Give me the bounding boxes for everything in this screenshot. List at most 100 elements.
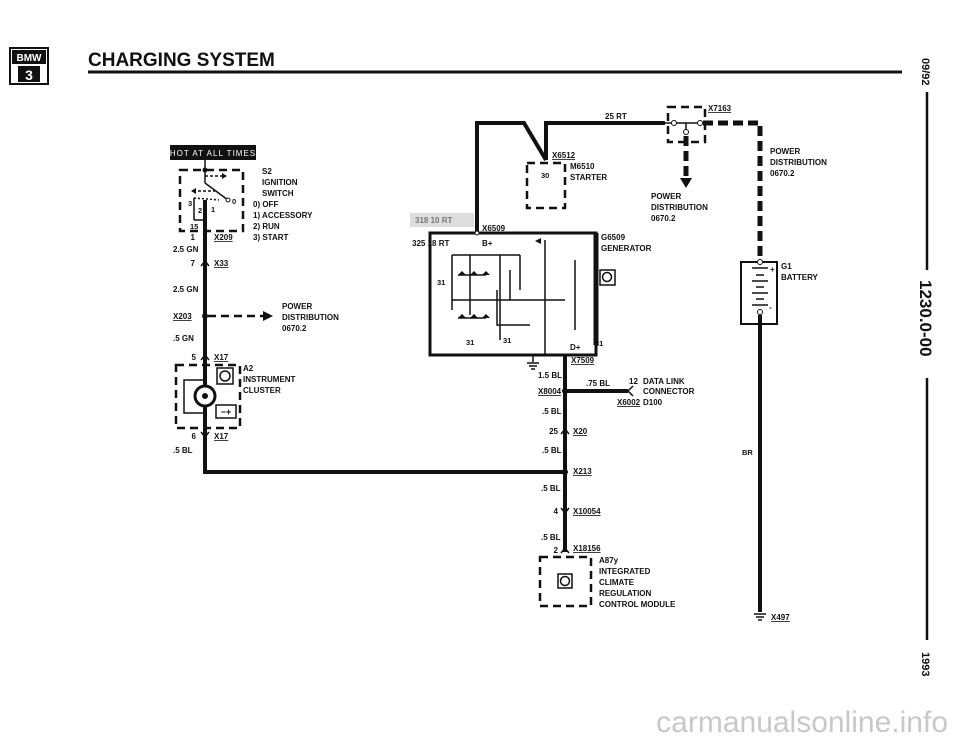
date-code: 09/92 <box>919 58 931 86</box>
pin-label: 30 <box>541 171 549 180</box>
wire-label: 318 10 RT <box>415 216 452 225</box>
logo-series: 3 <box>25 67 33 83</box>
pd-label[interactable]: DISTRIBUTION <box>282 313 339 322</box>
pd-label[interactable]: POWER <box>770 147 800 156</box>
wire-label: .5 BL <box>541 484 561 493</box>
connector-x18156: X18156 <box>573 544 601 553</box>
ihka-name: INTEGRATED <box>599 567 651 576</box>
wire-left-main <box>203 232 565 474</box>
battery-name: BATTERY <box>781 273 819 282</box>
ground-31: 31 <box>503 336 511 345</box>
page-title: CHARGING SYSTEM <box>88 50 275 71</box>
ground-icon <box>527 362 539 370</box>
battery <box>740 259 778 325</box>
battery-minus: - <box>769 303 772 312</box>
pos-0-label: 0 <box>232 197 236 206</box>
hot-label: HOT AT ALL TIMES <box>170 149 256 158</box>
pin-label: 2 <box>554 546 559 555</box>
pin-label: 4 <box>554 507 559 516</box>
pd-ref-link[interactable]: 0670.2 <box>770 169 795 178</box>
arrow-down-icon <box>680 178 692 188</box>
terminal-dplus: D+ <box>570 343 581 352</box>
ground-icon <box>754 613 766 621</box>
generator <box>428 230 616 357</box>
model-year: 1993 <box>919 652 931 676</box>
connector-x10054: X10054 <box>573 507 601 516</box>
connector-x17: X17 <box>214 432 229 441</box>
pin-label: 5 <box>192 353 197 362</box>
wire-label-shaded <box>410 213 474 227</box>
wire-label: 25 RT <box>605 112 627 121</box>
dlc-name: DATA LINK <box>643 377 685 386</box>
ihka-name: CONTROL MODULE <box>599 600 676 609</box>
bmw-3-logo: BMW 3 <box>9 47 49 85</box>
generator-name: GENERATOR <box>601 244 652 253</box>
pos-2-label: 2 <box>198 206 202 215</box>
wire-label: 1.5 BL <box>538 371 562 380</box>
ignition-name: IGNITION <box>262 178 298 187</box>
pos-3-label: 3 <box>188 199 192 208</box>
ground-31: 31 <box>595 339 603 348</box>
pin-15-label: 15 <box>190 222 198 231</box>
wire-label: BR <box>742 448 753 457</box>
battery-plus: + <box>770 265 775 274</box>
cluster-name: INSTRUMENT <box>243 375 296 384</box>
pin-label: 25 <box>549 427 558 436</box>
arrow-right-icon <box>263 311 273 321</box>
splice-x203: X203 <box>173 312 192 321</box>
svg-text:−+: −+ <box>221 407 232 417</box>
starter-name: STARTER <box>570 173 607 182</box>
connector-x33: X33 <box>214 259 229 268</box>
wire-label: .5 GN <box>173 334 194 343</box>
ignition-name: SWITCH <box>262 189 294 198</box>
splice-x213: X213 <box>573 467 592 476</box>
connector-x209: X209 <box>214 233 233 242</box>
pd-label[interactable]: DISTRIBUTION <box>770 158 827 167</box>
ihka-name: REGULATION <box>599 589 652 598</box>
battery-warning-icon <box>215 404 237 419</box>
ihka-id: A87y <box>599 556 619 565</box>
pd-label[interactable]: POWER <box>651 192 681 201</box>
ignition-pos-acc: 1) ACCESSORY <box>253 211 313 220</box>
ignition-switch: 3 2 1 0 15 <box>178 160 245 233</box>
pin-label: 12 <box>629 377 638 386</box>
splice-x8004: X8004 <box>538 387 562 396</box>
connector-x17: X17 <box>214 353 229 362</box>
wire-battery-dashed <box>703 120 763 262</box>
ground-31: 31 <box>437 278 445 287</box>
pd-ref-link[interactable]: 0670.2 <box>651 214 676 223</box>
ignition-pos-start: 3) START <box>253 233 289 242</box>
connector-x6512: X6512 <box>552 151 576 160</box>
pin-label: 1 <box>191 233 196 242</box>
cluster-id: A2 <box>243 364 254 373</box>
ihka-name: CLIMATE <box>599 578 635 587</box>
pin-label: 7 <box>191 259 196 268</box>
wire-label: .75 BL <box>586 379 610 388</box>
ihka-module-box <box>538 555 593 608</box>
wire-label: .5 BL <box>173 446 193 455</box>
dlc-name: CONNECTOR <box>643 387 695 396</box>
connector-x7163: X7163 <box>708 104 732 113</box>
ground-x497: X497 <box>771 613 790 622</box>
starter-box <box>525 161 567 210</box>
pd-ref-link[interactable]: 0670.2 <box>282 324 307 333</box>
battery-id: G1 <box>781 262 792 271</box>
wire-label: .5 BL <box>541 533 561 542</box>
generator-id: G6509 <box>601 233 626 242</box>
connector-x6002: X6002 <box>617 398 641 407</box>
wire-label: 2.5 GN <box>173 285 199 294</box>
cluster-name: CLUSTER <box>243 386 281 395</box>
pd-label[interactable]: POWER <box>282 302 312 311</box>
pos-1-label: 1 <box>211 205 215 214</box>
connector-x6509: X6509 <box>482 224 506 233</box>
terminal-bplus: B+ <box>482 239 493 248</box>
dlc-id: D100 <box>643 398 663 407</box>
wire-bplus <box>475 121 665 233</box>
ignition-pos-run: 2) RUN <box>253 222 280 231</box>
pd-label[interactable]: DISTRIBUTION <box>651 203 708 212</box>
wire-label: .5 BL <box>542 446 562 455</box>
instrument-cluster: −+ <box>174 363 242 430</box>
wire-label: .5 BL <box>542 407 562 416</box>
logo-text: BMW <box>17 53 43 64</box>
